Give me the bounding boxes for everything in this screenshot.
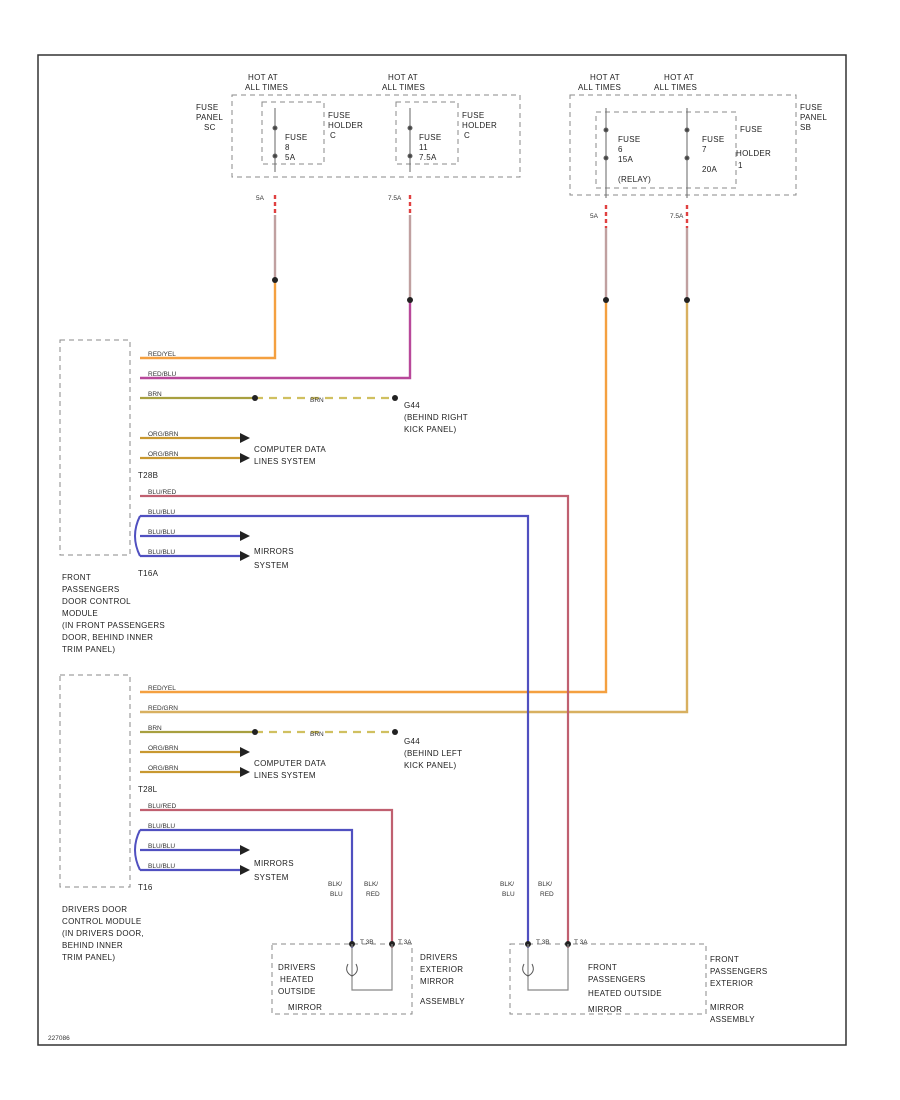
power-wires	[140, 195, 689, 714]
amp-label-5a: 5A	[256, 195, 265, 202]
front-connector-t16a: T16A	[138, 569, 159, 578]
heater-element-icon	[346, 963, 358, 977]
driver-connector-t16: T16	[138, 883, 153, 892]
driver-module: RED/YEL RED/GRN BRN ORG/BRN ORG/BRN BLU/…	[59, 674, 462, 962]
driver-module-name: DRIVERS DOOR CONTROL MODULE (IN DRIVERS …	[62, 905, 147, 962]
front-module-name: FRONT PASSENGERS DOOR CONTROL MODULE (IN…	[62, 573, 168, 654]
front-passenger-module: RED/YEL RED/BLU BRN ORG/BRN ORG/BRN BLU/…	[59, 339, 570, 948]
front-module-wire-labels: RED/YEL RED/BLU BRN ORG/BRN ORG/BRN BLU/…	[148, 351, 180, 556]
diagram-frame	[37, 54, 847, 1046]
driver-ground-wire-label: BRN	[310, 731, 324, 738]
amp-label-7-5a: 7.5A	[388, 195, 402, 202]
diagram-code: 227086	[48, 1035, 70, 1042]
heater-element-icon	[522, 963, 534, 977]
front-ground-wire-label: BRN	[310, 397, 324, 404]
amp-label-5a-right: 5A	[590, 213, 599, 220]
front-connector-t28b: T28B	[138, 471, 158, 480]
driver-connector-t28l: T28L	[138, 785, 158, 794]
front-mirror-wire-labels: BLK/BLU BLK/RED	[500, 881, 554, 898]
amp-label-7-5a-right: 7.5A	[670, 213, 684, 220]
driver-mirror-wire-labels: BLK/BLU BLK/RED	[328, 881, 380, 898]
driver-module-wire-labels: RED/YEL RED/GRN BRN ORG/BRN ORG/BRN BLU/…	[148, 685, 180, 870]
